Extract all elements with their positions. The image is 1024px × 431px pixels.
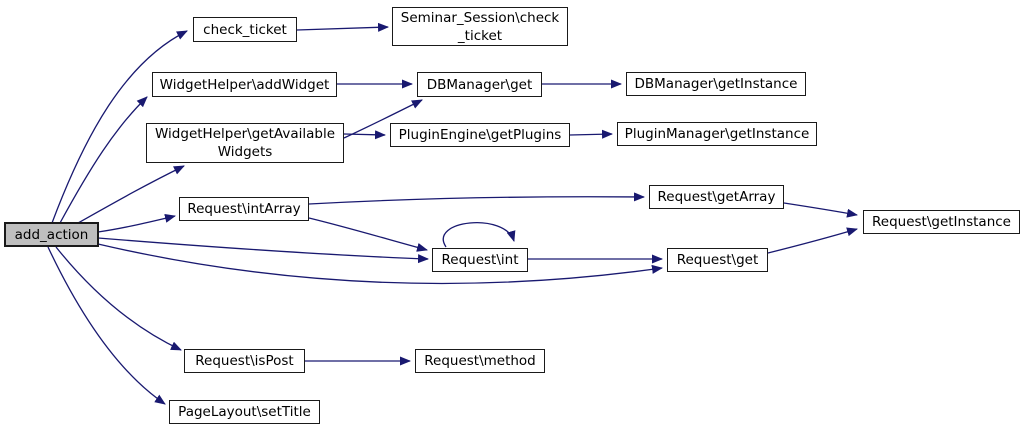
edge-add_action-to-get xyxy=(97,243,663,285)
node-label-line1: Seminar_Session\check xyxy=(400,9,560,26)
node-label: Request\intArray xyxy=(187,201,301,217)
node-request-int[interactable]: Request\int xyxy=(432,248,528,272)
node-request-getinstance[interactable]: Request\getInstance xyxy=(863,210,1020,234)
node-pluginmanager-getinstance[interactable]: PluginManager\getInstance xyxy=(617,122,817,146)
node-label: check_ticket xyxy=(203,21,287,38)
node-label: PageLayout\setTitle xyxy=(178,404,311,420)
node-label: Request\getInstance xyxy=(872,214,1011,230)
edge-getarray-to-getinstance xyxy=(783,202,858,218)
edge-getavailable-to-getplugins xyxy=(343,130,386,140)
node-check-ticket[interactable]: check_ticket xyxy=(193,17,297,42)
node-request-getarray[interactable]: Request\getArray xyxy=(649,185,784,209)
node-label: PluginManager\getInstance xyxy=(624,126,810,142)
node-label: Request\int xyxy=(441,252,519,268)
node-widgethelper-getavailablewidgets[interactable]: WidgetHelper\getAvailable Widgets xyxy=(146,123,344,163)
edge-check_ticket-to-seminar xyxy=(296,22,389,32)
edge-add_action-to-addwidget xyxy=(59,96,148,224)
node-label: Request\isPost xyxy=(195,353,294,369)
node-dbmanager-getinstance[interactable]: DBManager\getInstance xyxy=(626,72,806,96)
edge-add_action-to-getavailable xyxy=(77,165,185,224)
node-label: WidgetHelper\addWidget xyxy=(159,76,330,93)
node-label-line2: Widgets xyxy=(217,144,273,160)
edge-add_action-to-check_ticket xyxy=(51,30,188,224)
node-seminar-session-check-ticket[interactable]: Seminar_Session\check _ticket xyxy=(392,7,568,46)
node-request-method[interactable]: Request\method xyxy=(415,349,545,373)
node-label: Request\get xyxy=(676,252,759,268)
node-dbmanager-get[interactable]: DBManager\get xyxy=(417,72,542,97)
node-pagelayout-settitle[interactable]: PageLayout\setTitle xyxy=(169,400,320,424)
node-label: DBManager\getInstance xyxy=(634,76,798,92)
edge-intarray-to-getarray xyxy=(308,192,645,205)
edge-int-self-loop xyxy=(442,222,516,248)
node-label: Request\getArray xyxy=(657,189,776,205)
node-label: DBManager\get xyxy=(426,76,533,93)
node-label-line1: WidgetHelper\getAvailable xyxy=(155,126,335,142)
edge-add_action-to-settitle xyxy=(47,246,166,405)
node-label-line2: _ticket xyxy=(457,27,503,44)
edge-intarray-to-int xyxy=(308,217,428,252)
node-widgethelper-addwidget[interactable]: WidgetHelper\addWidget xyxy=(152,72,337,97)
node-add-action: add_action xyxy=(4,222,99,247)
node-request-intarray[interactable]: Request\intArray xyxy=(179,197,309,221)
node-request-get[interactable]: Request\get xyxy=(667,248,768,272)
edge-add_action-to-int xyxy=(97,237,429,264)
node-request-ispost[interactable]: Request\isPost xyxy=(184,349,305,373)
edge-add_action-to-ispost xyxy=(55,246,182,351)
node-pluginengine-getplugins[interactable]: PluginEngine\getPlugins xyxy=(390,123,570,147)
edge-getplugins-to-pmgetinstance xyxy=(569,129,613,139)
node-label: PluginEngine\getPlugins xyxy=(398,127,562,143)
edge-add_action-to-intarray xyxy=(97,213,176,233)
node-label: add_action xyxy=(14,226,89,243)
edge-get-to-getinstance xyxy=(767,227,858,254)
node-label: Request\method xyxy=(424,353,536,369)
